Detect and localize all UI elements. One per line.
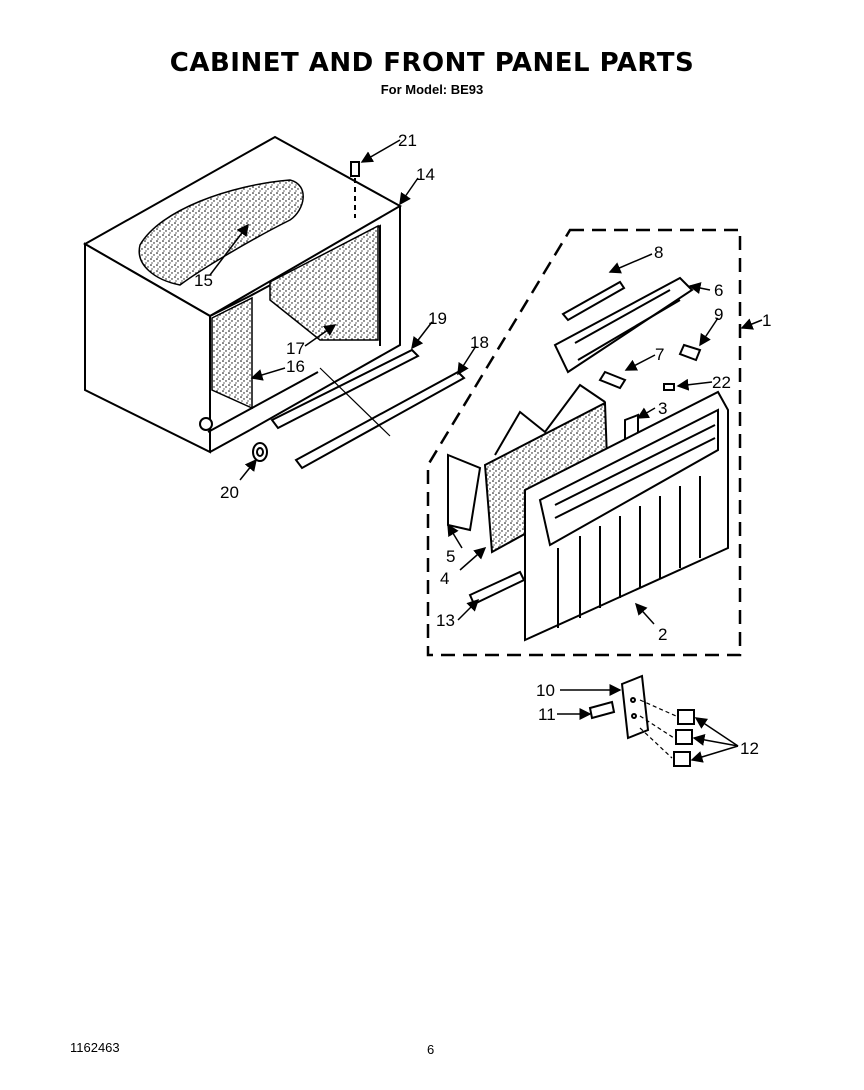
model-subtitle: For Model: BE93: [380, 82, 484, 97]
callout-labels: 1 2 3 4 5 6 7 8 9 10 11 12 13 14 15 16 1…: [194, 131, 771, 758]
leader-arrows: [209, 139, 763, 763]
callout-19: 19: [428, 309, 447, 328]
page-title: CABINET AND FRONT PANEL PARTS: [169, 48, 695, 78]
louver-6: [553, 276, 694, 374]
callout-11: 11: [538, 705, 556, 724]
callout-10: 10: [536, 681, 555, 700]
strip-19: [270, 348, 420, 430]
callout-3: 3: [658, 399, 667, 418]
callout-12: 12: [740, 739, 759, 758]
shaft-11: [588, 700, 616, 720]
page-number: 6: [427, 1042, 435, 1057]
bar-8: [561, 280, 626, 322]
front-panel-group-boundary: [426, 228, 742, 657]
screw-21: [350, 161, 360, 218]
callout-15: 15: [194, 271, 213, 290]
callout-5: 5: [446, 547, 455, 566]
filter-wire-frame: [494, 383, 606, 456]
knob-dash-lines: [639, 699, 677, 759]
callout-22: 22: [712, 373, 731, 392]
document-number: 1162463: [70, 1040, 120, 1055]
callout-7: 7: [655, 345, 664, 364]
callout-9: 9: [714, 305, 723, 324]
callout-2: 2: [658, 625, 667, 644]
grommet-20: [252, 442, 268, 462]
bar-13: [468, 570, 526, 606]
front-grille-2: [524, 390, 729, 642]
leader-line: [319, 367, 391, 437]
clip-7: [598, 370, 627, 390]
callout-4: 4: [440, 569, 449, 588]
clip-9: [678, 343, 702, 362]
callout-8: 8: [654, 243, 663, 262]
control-plate-10: [620, 674, 650, 740]
cabinet-assembly: [82, 135, 403, 454]
callout-13: 13: [436, 611, 455, 630]
filter-frame-5: [447, 453, 482, 532]
callout-6: 6: [714, 281, 723, 300]
callout-16: 16: [286, 357, 305, 376]
callout-1: 1: [762, 311, 771, 330]
callout-18: 18: [470, 333, 489, 352]
strip-18: [294, 370, 466, 470]
callout-17: 17: [286, 339, 305, 358]
callout-14: 14: [416, 165, 435, 184]
part-22: [663, 383, 675, 391]
callout-21: 21: [398, 131, 417, 150]
knobs-12: [673, 709, 695, 767]
callout-20: 20: [220, 483, 239, 502]
